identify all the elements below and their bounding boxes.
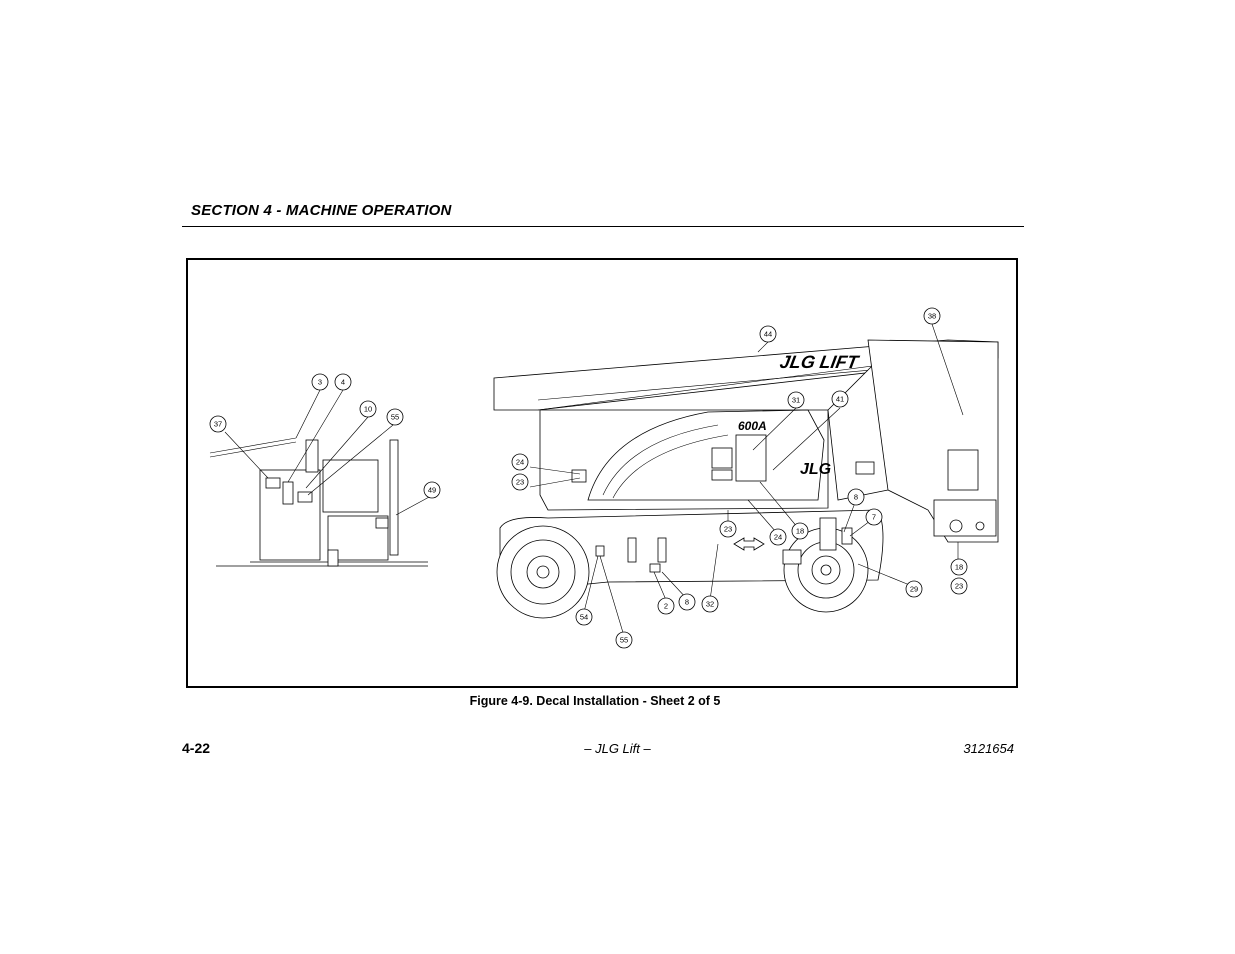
callout-18: 18	[791, 522, 809, 540]
svg-text:8: 8	[685, 598, 689, 607]
svg-text:18: 18	[955, 563, 963, 572]
svg-text:49: 49	[428, 486, 436, 495]
figure-caption: Figure 4-9. Decal Installation - Sheet 2…	[469, 694, 721, 708]
chassis-logo: JLG	[800, 461, 831, 478]
callout-24: 24	[511, 453, 529, 471]
svg-text:10: 10	[364, 405, 372, 414]
header-rule	[182, 226, 1024, 227]
svg-text:31: 31	[792, 396, 800, 405]
svg-text:55: 55	[391, 413, 399, 422]
svg-text:3: 3	[318, 378, 322, 387]
svg-text:4: 4	[341, 378, 345, 387]
callout-32: 32	[701, 595, 719, 613]
svg-text:44: 44	[764, 330, 772, 339]
callout-2: 2	[657, 597, 675, 615]
section-title: SECTION 4 - MACHINE OPERATION	[191, 202, 452, 219]
decal-installation-drawing: JLG LIFT 600A JLG 3 4 37 10 55 49	[209, 307, 999, 649]
svg-text:23: 23	[516, 478, 524, 487]
svg-text:54: 54	[580, 613, 588, 622]
document-number: 3121654	[963, 741, 1014, 756]
figure-frame: JLG LIFT 600A JLG 3 4 37 10 55 49	[186, 258, 1018, 688]
callout-23: 23	[950, 577, 968, 595]
svg-text:23: 23	[955, 582, 963, 591]
model-label: 600A	[738, 419, 767, 433]
callout-8: 8	[847, 488, 865, 506]
boom-logo: JLG LIFT	[778, 352, 861, 372]
svg-text:29: 29	[910, 585, 918, 594]
svg-text:2: 2	[664, 602, 668, 611]
callout-54: 54	[575, 608, 593, 626]
callout-44: 44	[759, 325, 777, 343]
callout-23: 23	[719, 520, 737, 538]
callout-18: 18	[950, 558, 968, 576]
svg-text:7: 7	[872, 513, 876, 522]
svg-text:55: 55	[620, 636, 628, 645]
callout-10: 10	[359, 400, 377, 418]
svg-text:41: 41	[836, 395, 844, 404]
ground-control-detail	[209, 437, 428, 567]
svg-text:37: 37	[214, 420, 222, 429]
svg-text:38: 38	[928, 312, 936, 321]
callout-7: 7	[865, 508, 883, 526]
svg-text:8: 8	[854, 493, 858, 502]
callout-3: 3	[311, 373, 329, 391]
callout-4: 4	[334, 373, 352, 391]
callout-8: 8	[678, 593, 696, 611]
svg-text:32: 32	[706, 600, 714, 609]
callout-55: 55	[386, 408, 404, 426]
svg-text:24: 24	[516, 458, 524, 467]
callout-24: 24	[769, 528, 787, 546]
callout-31: 31	[787, 391, 805, 409]
callout-37: 37	[209, 415, 227, 433]
svg-text:18: 18	[796, 527, 804, 536]
page-number: 4-22	[182, 740, 211, 756]
svg-text:23: 23	[724, 525, 732, 534]
callout-23: 23	[511, 473, 529, 491]
callout-49: 49	[423, 481, 441, 499]
svg-text:24: 24	[774, 533, 782, 542]
callout-29: 29	[905, 580, 923, 598]
machine-side-view	[493, 339, 999, 619]
callout-41: 41	[831, 390, 849, 408]
footer-title: – JLG Lift –	[584, 741, 651, 756]
callout-55: 55	[615, 631, 633, 649]
leader-lines	[224, 323, 964, 637]
callout-38: 38	[923, 307, 941, 325]
